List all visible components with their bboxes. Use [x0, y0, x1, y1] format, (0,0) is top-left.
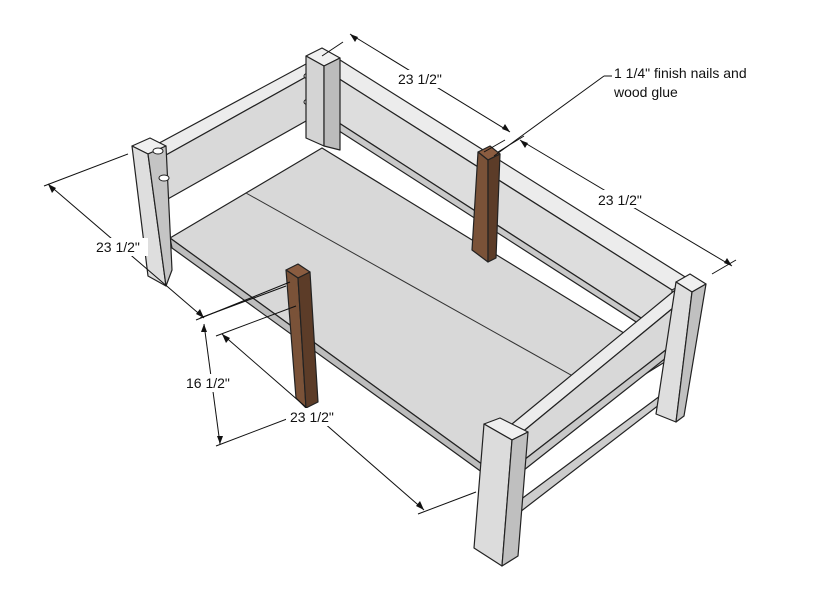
dimension-right-side-label: 23 1/2" [598, 192, 642, 208]
callout-line-1: 1 1/4" finish nails and [614, 65, 747, 81]
dimension-height: 16 1/2" [184, 285, 301, 447]
dimension-front-bottom: 23 1/2" [215, 305, 477, 515]
front-corner-leg [473, 417, 529, 567]
dimension-top-back: 23 1/2" [321, 33, 511, 153]
right-corner-leg [655, 273, 707, 423]
pocket-hole-icon [158, 174, 170, 182]
back-corner-leg [305, 47, 341, 151]
dimension-front-bottom-label: 23 1/2" [290, 409, 334, 425]
bottom-shelf [169, 147, 669, 479]
dimension-top-back-label: 23 1/2" [398, 71, 442, 87]
dimension-left-side-label: 23 1/2" [96, 239, 140, 255]
pocket-hole-icon [152, 147, 164, 155]
fastener-callout: 1 1/4" finish nails and wood glue [493, 65, 747, 157]
callout-line-2: wood glue [613, 84, 678, 100]
dimension-height-label: 16 1/2" [186, 375, 230, 391]
dimension-left-side: 23 1/2" [43, 153, 291, 321]
left-corner-leg [131, 145, 173, 287]
dimension-right-side: 23 1/2" [497, 135, 737, 275]
wood-support-back [471, 145, 501, 263]
